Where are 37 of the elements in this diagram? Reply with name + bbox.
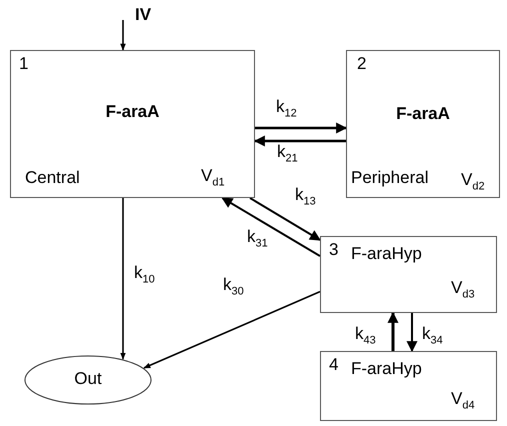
arrow: [120, 20, 126, 51]
compartment-number: 2: [357, 55, 366, 74]
arrow: [120, 198, 126, 360]
compartment-number: 3: [329, 241, 338, 260]
compartment-box: [320, 351, 497, 421]
compartment-label: F-araHyp: [351, 245, 422, 264]
compartment-label: V$_{d4}$: [451, 390, 475, 412]
compartment-label: F-araHyp: [351, 360, 422, 379]
compartment-label: Out: [73, 370, 103, 389]
compartment-label: V$_{d3}$: [451, 279, 475, 300]
arrow: [388, 312, 398, 351]
drug-name: F-araA: [104, 103, 160, 122]
compartment-box: [320, 236, 497, 313]
compartment-number: 4: [329, 356, 338, 375]
compartment-box: [346, 50, 500, 198]
arrow: [221, 197, 320, 257]
compartment-label: Peripheral: [351, 169, 428, 188]
rate-constant-label: k$_{10}$: [133, 264, 156, 286]
rate-constant-label: k$_{30}$: [222, 276, 245, 298]
compartment-label: V$_{d1}$: [201, 167, 225, 188]
rate-constant-label: k$_{13}$: [294, 186, 317, 208]
rate-constant-label: k$_{12}$: [275, 98, 298, 120]
arrow: [406, 313, 418, 352]
drug-name: F-araA: [395, 105, 451, 124]
arrow: [249, 197, 321, 241]
rate-constant-label: k$_{31}$: [246, 228, 269, 250]
arrow: [143, 290, 320, 369]
arrow: [255, 122, 348, 134]
rate-constant-label: k$_{21}$: [276, 143, 299, 164]
compartment-number: 1: [19, 55, 28, 74]
rate-constant-label: k$_{43}$: [354, 325, 377, 346]
compartment-label: Central: [25, 169, 80, 188]
compartment-label: V$_{d2}$: [461, 171, 485, 192]
rate-constant-label: k$_{34}$: [421, 325, 444, 346]
compartment-box: [10, 50, 255, 198]
arrow: [254, 136, 346, 146]
output-ellipse: [24, 355, 152, 405]
